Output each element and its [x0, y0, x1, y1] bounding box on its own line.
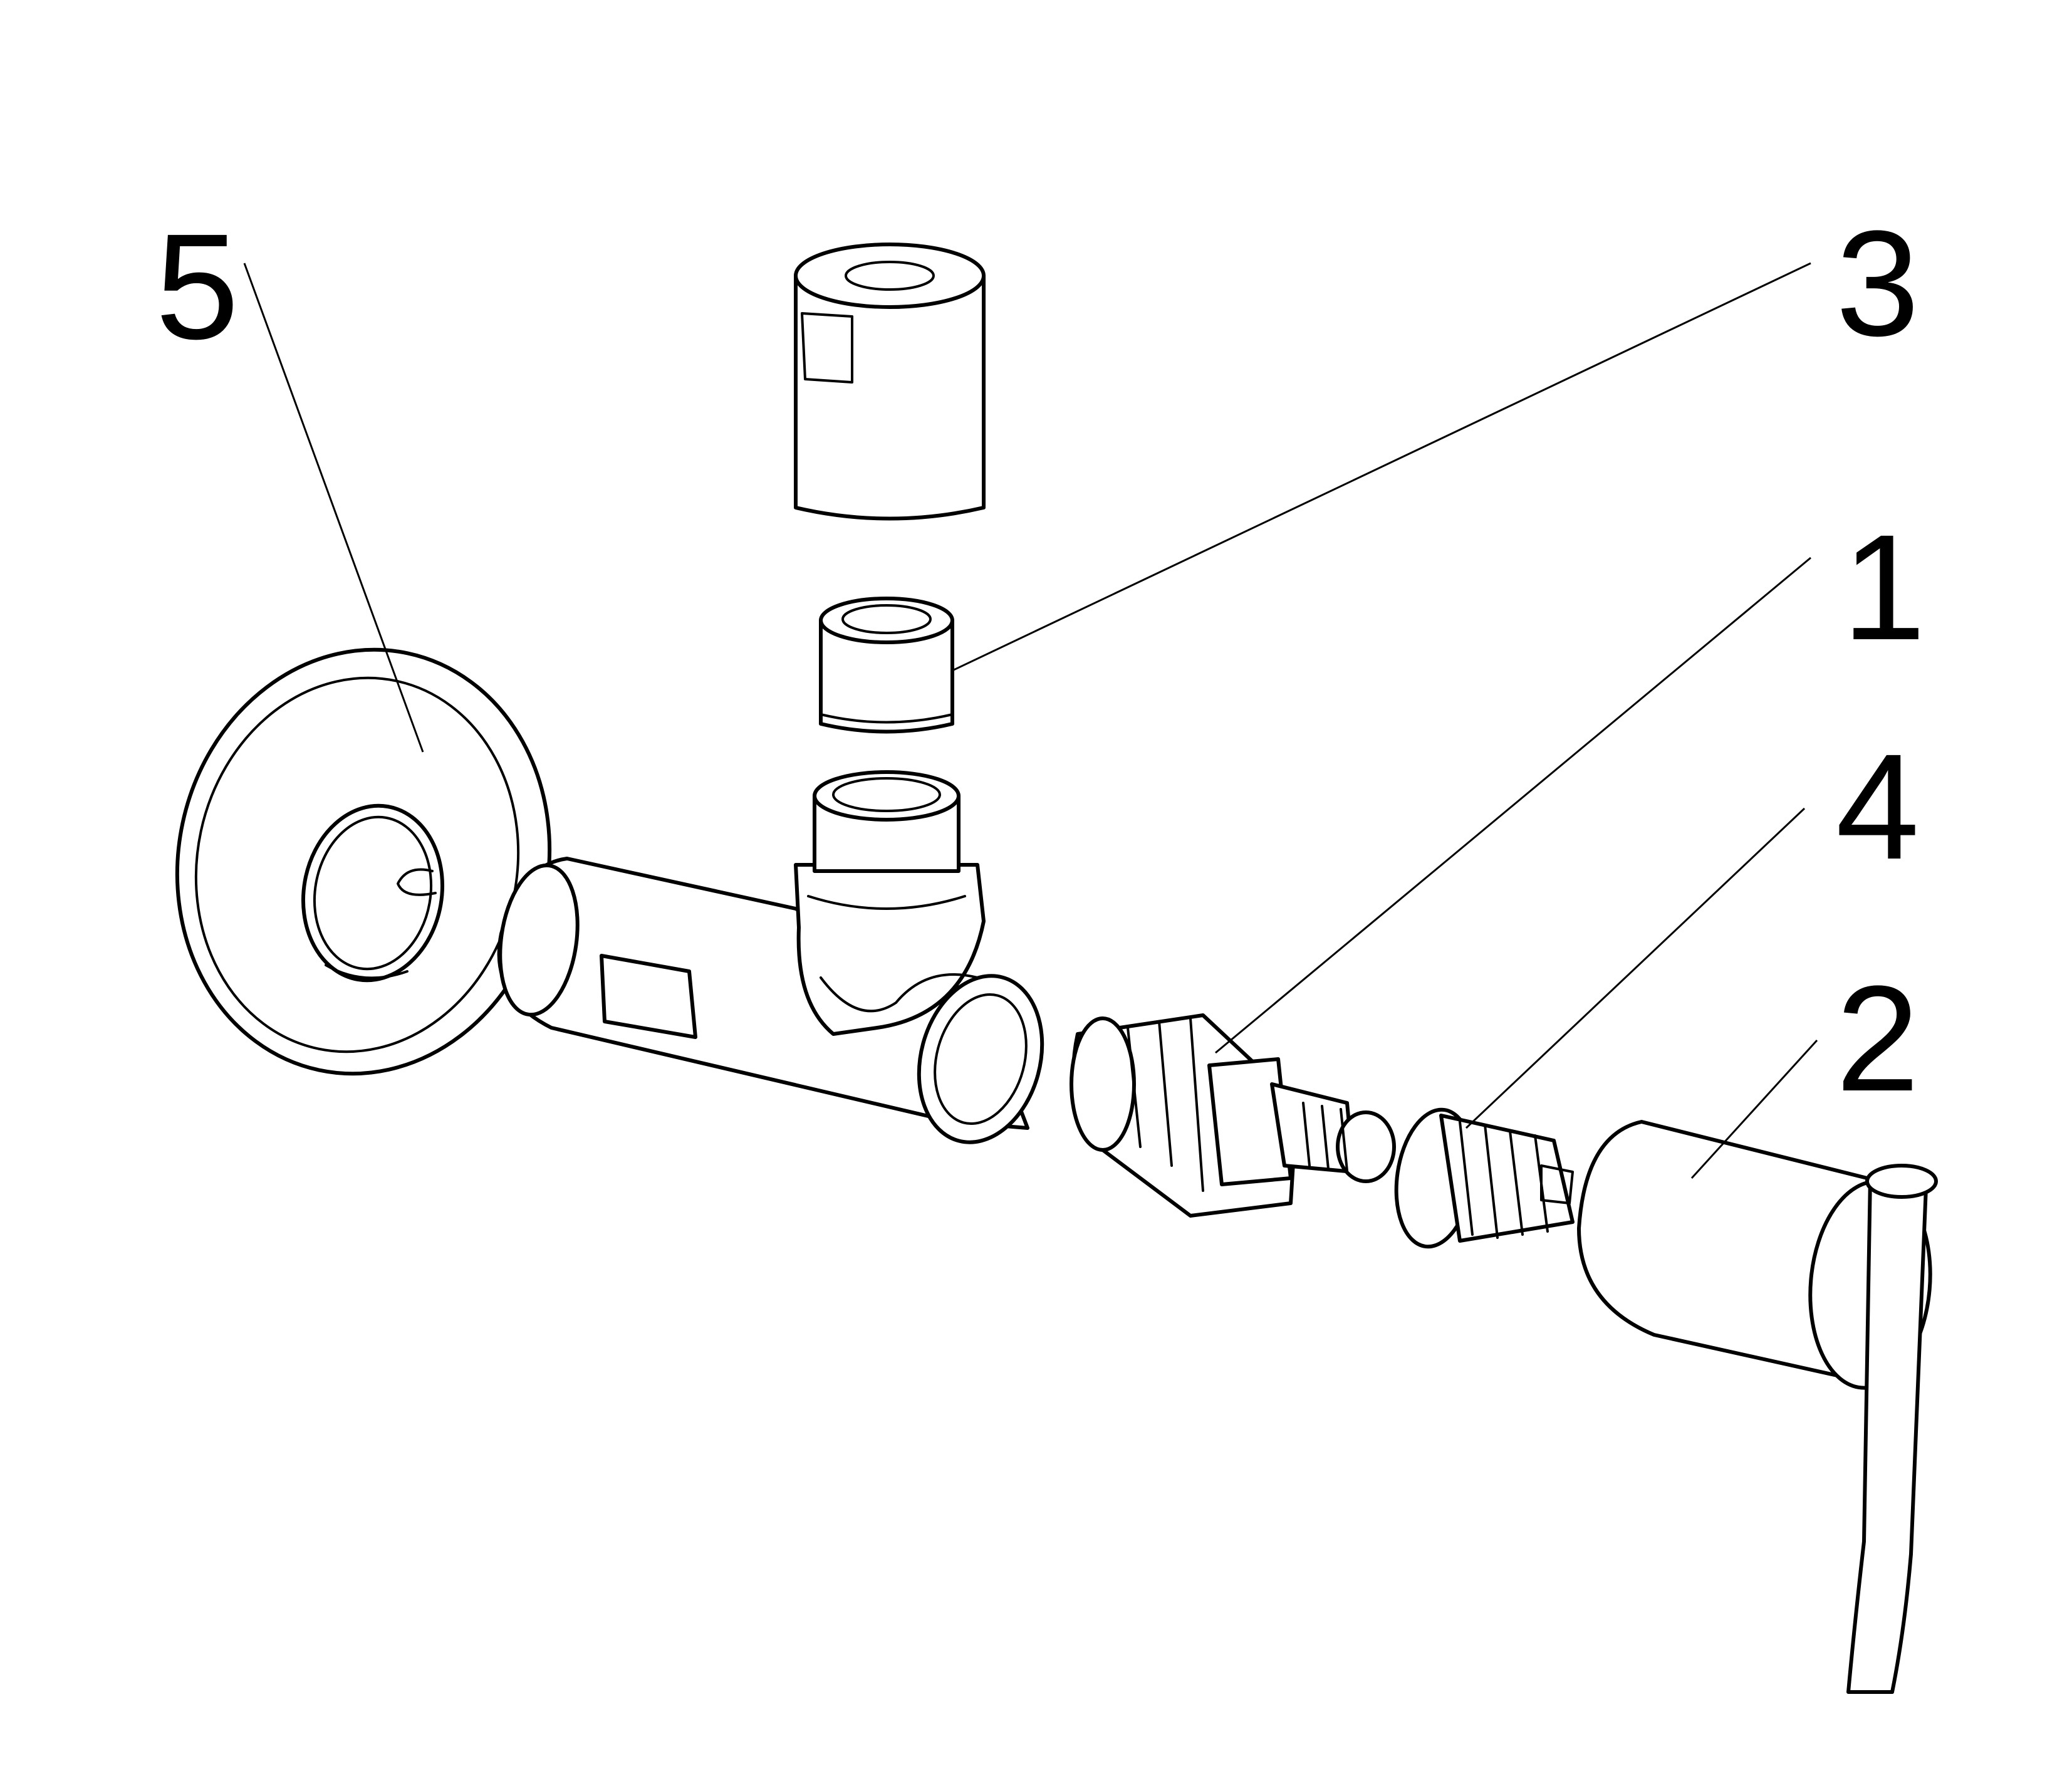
callout-2: 2 — [1836, 954, 1919, 1122]
leader-4 — [1465, 807, 1806, 1129]
callout-3: 3 — [1836, 199, 1919, 367]
leader-1 — [1215, 556, 1811, 1054]
leader-3 — [952, 262, 1811, 672]
leader-2 — [1690, 1039, 1818, 1179]
callout-4: 4 — [1836, 723, 1919, 891]
part-2-handle — [1577, 1120, 1938, 1694]
part-5-rosette — [175, 647, 552, 1076]
leader-5 — [243, 263, 424, 753]
part-4-adapter — [1394, 1107, 1575, 1249]
part-3-sleeve — [794, 243, 986, 734]
part-1-cartridge — [1070, 1013, 1396, 1218]
callout-1: 1 — [1842, 503, 1925, 671]
callout-5: 5 — [155, 202, 239, 370]
valve-body — [497, 770, 1044, 1144]
